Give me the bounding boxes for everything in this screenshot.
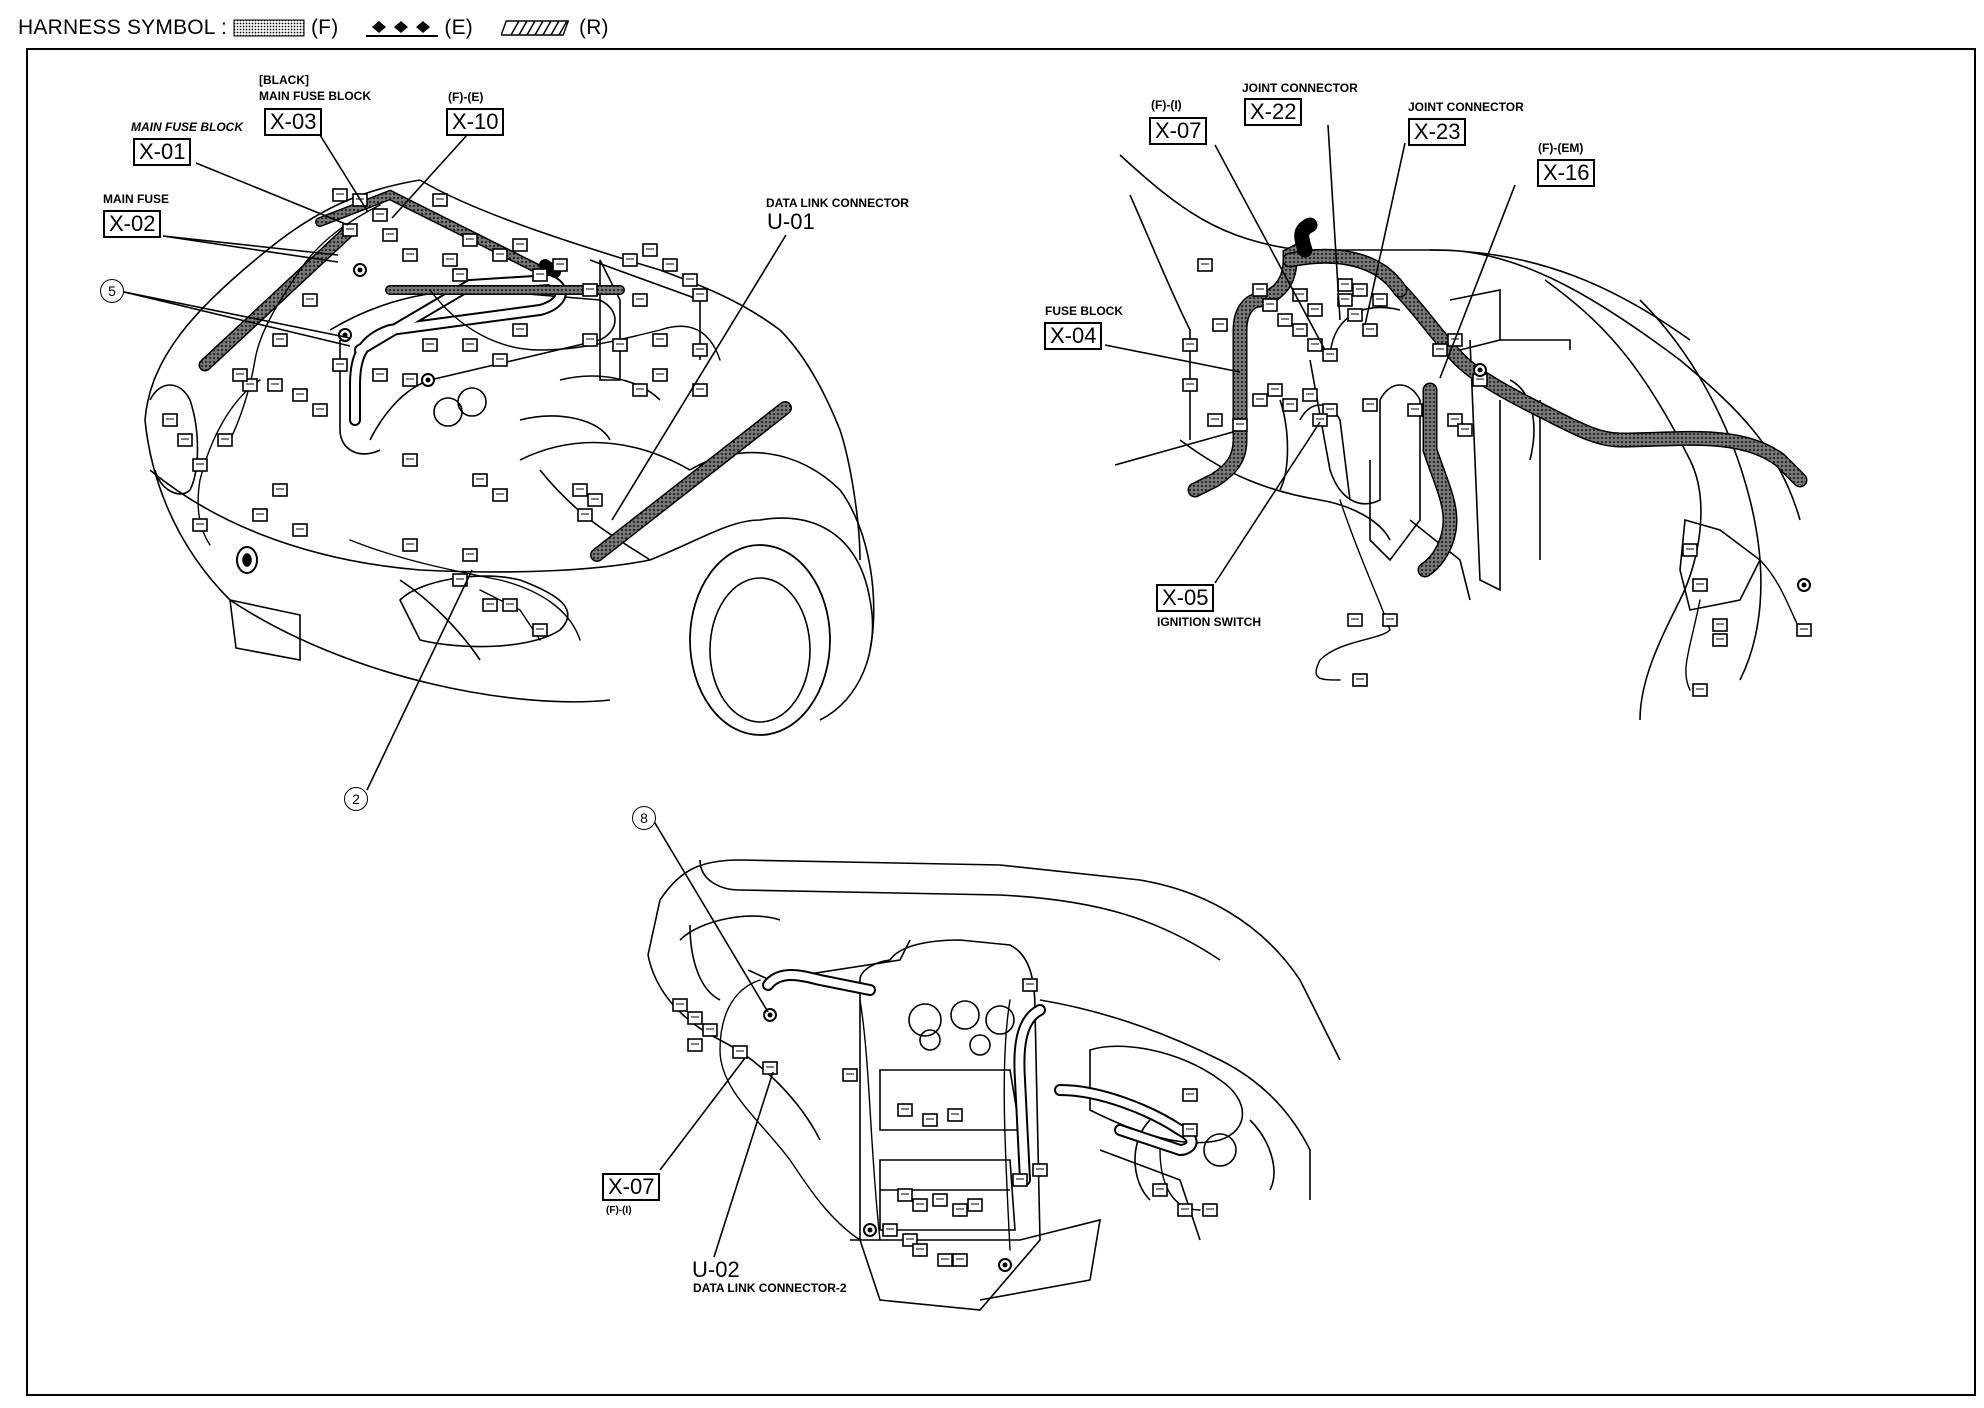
x03-color-label: [BLACK] xyxy=(259,73,309,87)
ref-5-marker: 5 xyxy=(100,279,124,303)
front-leader-lines xyxy=(123,133,787,791)
u01-code: U-01 xyxy=(767,209,815,234)
interior-leader-lines xyxy=(1104,124,1516,584)
harness-e-symbol xyxy=(366,21,439,37)
front-connectors xyxy=(162,188,708,637)
harness-r-symbol xyxy=(501,20,570,36)
interior-harnesses xyxy=(1187,217,1808,691)
x04-title: FUSE BLOCK xyxy=(1045,304,1123,318)
x01-code-box: X-01 xyxy=(133,138,192,166)
u02-code: U-02 xyxy=(692,1257,740,1282)
harness-symbol-legend: HARNESS SYMBOL : (F) (E) (R) xyxy=(18,12,631,44)
x03-code-box: X-03 xyxy=(264,108,323,136)
x22-title: JOINT CONNECTOR xyxy=(1242,81,1358,95)
x16-title: (F)-(EM) xyxy=(1538,141,1584,155)
dashboard-harnesses xyxy=(719,969,1201,1251)
legend-f-code: (F) xyxy=(310,16,339,39)
harness-f-symbol xyxy=(233,19,305,37)
x07-interior-code-box: X-07 xyxy=(1149,117,1208,145)
interior-connectors xyxy=(1182,258,1812,697)
legend-r-code: (R) xyxy=(579,16,609,39)
x05-title: IGNITION SWITCH xyxy=(1157,615,1261,629)
x02-code-box: X-02 xyxy=(103,210,162,238)
x10-title: (F)-(E) xyxy=(448,90,484,104)
legend-title: HARNESS SYMBOL : xyxy=(18,16,227,39)
front-car-view xyxy=(144,179,875,736)
x05-code-box: X-05 xyxy=(1156,584,1215,612)
x23-code-box: X-23 xyxy=(1408,118,1467,146)
x16-code-box: X-16 xyxy=(1537,159,1596,187)
x07-dash-code-box: X-07 xyxy=(602,1173,661,1201)
ref-2-marker: 2 xyxy=(344,787,368,811)
x02-title: MAIN FUSE xyxy=(103,192,169,206)
u01-title: DATA LINK CONNECTOR xyxy=(766,196,909,210)
diagram-frame xyxy=(26,48,1976,1396)
x23-title: JOINT CONNECTOR xyxy=(1408,100,1524,114)
x07-interior-title: (F)-(I) xyxy=(1151,98,1182,112)
ref-8-marker: 8 xyxy=(632,806,656,830)
x04-code-box: X-04 xyxy=(1044,322,1103,350)
x22-code-box: X-22 xyxy=(1244,98,1303,126)
x07-dash-title: (F)-(I) xyxy=(606,1205,632,1216)
dashboard-view xyxy=(647,859,1341,1311)
dashboard-connectors xyxy=(672,978,1218,1272)
x03-title: MAIN FUSE BLOCK xyxy=(259,89,371,103)
dashboard-leader-lines xyxy=(651,817,774,1258)
u02-title: DATA LINK CONNECTOR-2 xyxy=(693,1281,847,1295)
legend-e-code: (E) xyxy=(444,16,473,39)
x10-code-box: X-10 xyxy=(446,108,505,136)
front-harnesses xyxy=(197,189,792,641)
x01-title: MAIN FUSE BLOCK xyxy=(131,120,243,134)
